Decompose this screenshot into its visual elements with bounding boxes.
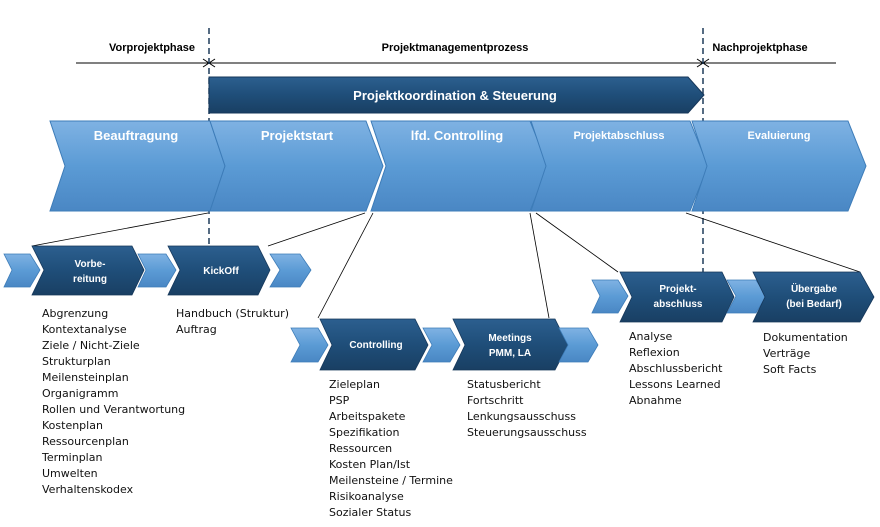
connector-lines [31,212,861,319]
list-item: Kontextanalyse [42,323,127,336]
box-projektabschluss-label-2: abschluss [654,299,703,310]
list-item: Verhaltenskodex [42,483,134,496]
list-item: Dokumentation [763,331,848,344]
box-controlling-label: Controlling [349,340,402,351]
list-item: Ressourcenplan [42,435,129,448]
box-meetings-label-2: PMM, LA [489,348,531,359]
list-item: Statusbericht [467,378,541,391]
list-item: Fortschritt [467,394,524,407]
list-item: Auftrag [176,323,217,336]
phase-label-post: Nachprojektphase [712,42,807,54]
chevron-label-beauftragung: Beauftragung [94,128,179,143]
list-item: Organigramm [42,387,119,400]
subrow-start: Vorbe- reitung KickOff [3,245,312,296]
list-item: Zieleplan [329,378,380,391]
coordination-bar [208,76,705,114]
small-arrow [591,279,629,314]
box-projektabschluss-label-1: Projekt- [659,284,696,295]
small-arrow [269,253,312,288]
box-controlling [319,318,429,371]
small-arrow [726,279,767,314]
main-chevron-row: Beauftragung Projektstart lfd. Controlli… [49,120,867,212]
chevron-evaluierung [691,120,867,212]
list-item: PSP [329,394,350,407]
box-uebergabe-label-2: (bei Bedarf) [786,299,842,310]
phase-label-main: Projektmanagementprozess [382,42,529,54]
phase-label-pre: Vorprojektphase [109,42,195,54]
box-vorbereitung [31,245,145,296]
small-arrow [290,327,329,363]
small-arrow [422,327,461,363]
subrow-controlling: Controlling Meetings PMM, LA [290,318,599,371]
subrow-abschluss: Projekt- abschluss Übergabe (bei Bedarf) [591,271,875,323]
list-item: Risikoanalyse [329,490,404,503]
list-item: Ziele / Nicht-Ziele [42,339,140,352]
list-item: Analyse [629,330,673,343]
box-kickoff [167,245,271,296]
list-item: Abschlussbericht [629,362,723,375]
chevron-label-projektabschluss: Projektabschluss [573,130,664,142]
box-meetings-label-1: Meetings [488,333,532,344]
list-item: Umwelten [42,467,98,480]
chevron-label-controlling: lfd. Controlling [411,128,503,143]
list-item: Strukturplan [42,355,111,368]
list-item: Steuerungsausschuss [467,426,587,439]
list-item: Kostenplan [42,419,103,432]
chevron-projektstart [209,120,384,212]
box-vorbereitung-label-2: reitung [73,274,107,285]
list-item: Arbeitspakete [329,410,406,423]
box-projektabschluss [619,271,735,323]
chevron-projektabschluss [530,120,709,212]
box-vorbereitung-label-1: Vorbe- [75,259,106,270]
chevron-controlling [370,120,549,212]
list-item: Reflexion [629,346,680,359]
list-item: Spezifikation [329,426,400,439]
list-item: Abnahme [629,394,682,407]
box-meetings [452,318,569,371]
chevron-label-evaluierung: Evaluierung [748,130,811,142]
list-item: Sozialer Status [329,506,412,519]
box-uebergabe [752,271,875,323]
list-item: Handbuch (Struktur) [176,307,289,320]
list-item: Lessons Learned [629,378,721,391]
list-item: Verträge [763,347,811,360]
box-uebergabe-label-1: Übergabe [791,282,838,295]
list-item: Soft Facts [763,363,817,376]
box-kickoff-label: KickOff [203,266,239,277]
small-arrow [137,253,177,288]
list-item: Terminplan [42,451,103,464]
list-item: Meilensteine / Termine [329,474,453,487]
list-item: Kosten Plan/Ist [329,458,411,471]
small-arrow [3,253,41,288]
list-item: Abgrenzung [42,307,109,320]
list-kickoff: Handbuch (Struktur) Auftrag [176,306,289,338]
list-item: Rollen und Verantwortung [42,403,186,416]
chevron-label-projektstart: Projektstart [261,128,334,143]
small-arrow [558,327,599,363]
list-item: Meilensteinplan [42,371,129,384]
coordination-bar-label: Projektkoordination & Steuerung [353,88,557,103]
list-item: Lenkungsausschuss [467,410,576,423]
list-item: Ressourcen [329,442,393,455]
